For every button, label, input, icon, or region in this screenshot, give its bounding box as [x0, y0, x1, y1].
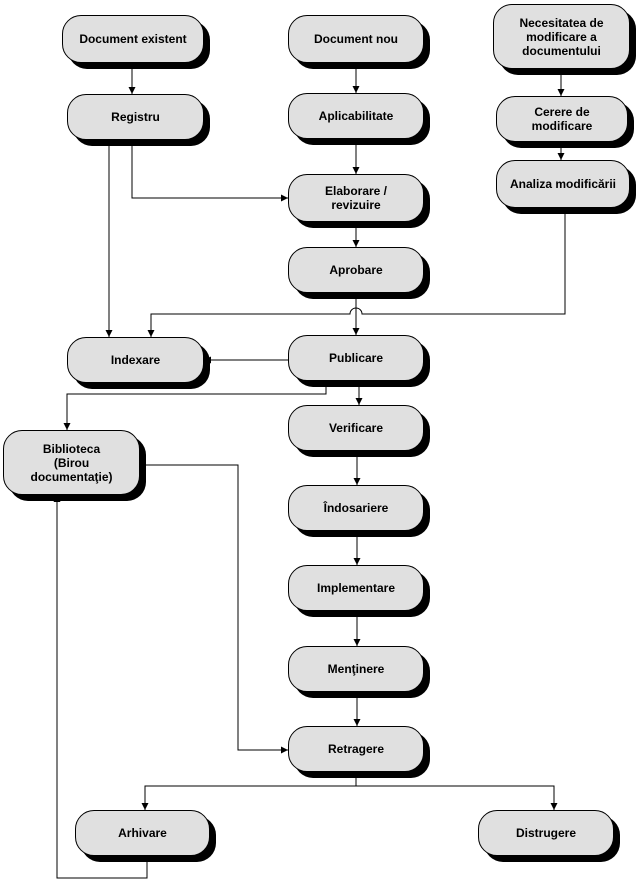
node-document-existent: Document existent	[62, 15, 204, 63]
node-label: Arhivare	[118, 826, 167, 840]
node-label: Aplicabilitate	[318, 109, 394, 123]
node-label: Elaborare / revizuire	[324, 184, 388, 212]
node-label: Retragere	[327, 742, 385, 756]
node-document-nou: Document nou	[288, 15, 424, 63]
node-label: Biblioteca (Birou documentaţie)	[30, 441, 113, 484]
node-label: Menţinere	[327, 662, 385, 676]
edge-analiza-indexare	[147, 208, 566, 337]
node-label: Necesitatea de modificare a documentului	[519, 15, 604, 58]
node-label: Document nou	[314, 32, 398, 46]
node-label: Implementare	[316, 581, 396, 595]
node-biblioteca: Biblioteca (Birou documentaţie)	[3, 430, 140, 495]
node-analiza-modificarii: Analiza modificării	[496, 160, 630, 208]
node-label: Registru	[111, 110, 160, 124]
node-label: Aprobare	[329, 263, 383, 277]
node-aprobare: Aprobare	[288, 247, 424, 293]
node-label: Îndosariere	[323, 501, 389, 515]
edge-arhivare-biblioteca	[53, 495, 148, 879]
node-mentinere: Menţinere	[288, 646, 424, 692]
node-label: Indexare	[110, 353, 161, 367]
node-elaborare-revizuire: Elaborare / revizuire	[288, 174, 424, 222]
node-implementare: Implementare	[288, 565, 424, 611]
node-indexare: Indexare	[67, 337, 204, 383]
node-cerere-modificare: Cerere de modificare	[496, 96, 628, 142]
edge-registru-elaborare	[131, 140, 288, 202]
node-registru: Registru	[67, 94, 204, 140]
node-publicare: Publicare	[288, 335, 424, 381]
node-label: Publicare	[328, 351, 384, 365]
node-retragere: Retragere	[288, 726, 424, 772]
node-arhivare: Arhivare	[75, 810, 210, 856]
edge-retragere-distrugere	[356, 785, 558, 810]
node-label: Analiza modificării	[509, 177, 617, 191]
node-aplicabilitate: Aplicabilitate	[288, 93, 424, 139]
node-label: Distrugere	[515, 826, 577, 840]
node-label: Cerere de modificare	[531, 105, 593, 133]
node-necesitatea-modificare: Necesitatea de modificare a documentului	[493, 4, 630, 69]
edge-publicare-biblioteca	[63, 381, 327, 430]
node-label: Verificare	[328, 421, 384, 435]
node-indosariere: Îndosariere	[288, 485, 424, 531]
node-distrugere: Distrugere	[478, 810, 614, 856]
edge-biblioteca-retragere	[140, 464, 288, 754]
edge-retragere-arhivare	[141, 772, 357, 810]
node-verificare: Verificare	[288, 405, 424, 451]
node-label: Document existent	[79, 32, 187, 46]
